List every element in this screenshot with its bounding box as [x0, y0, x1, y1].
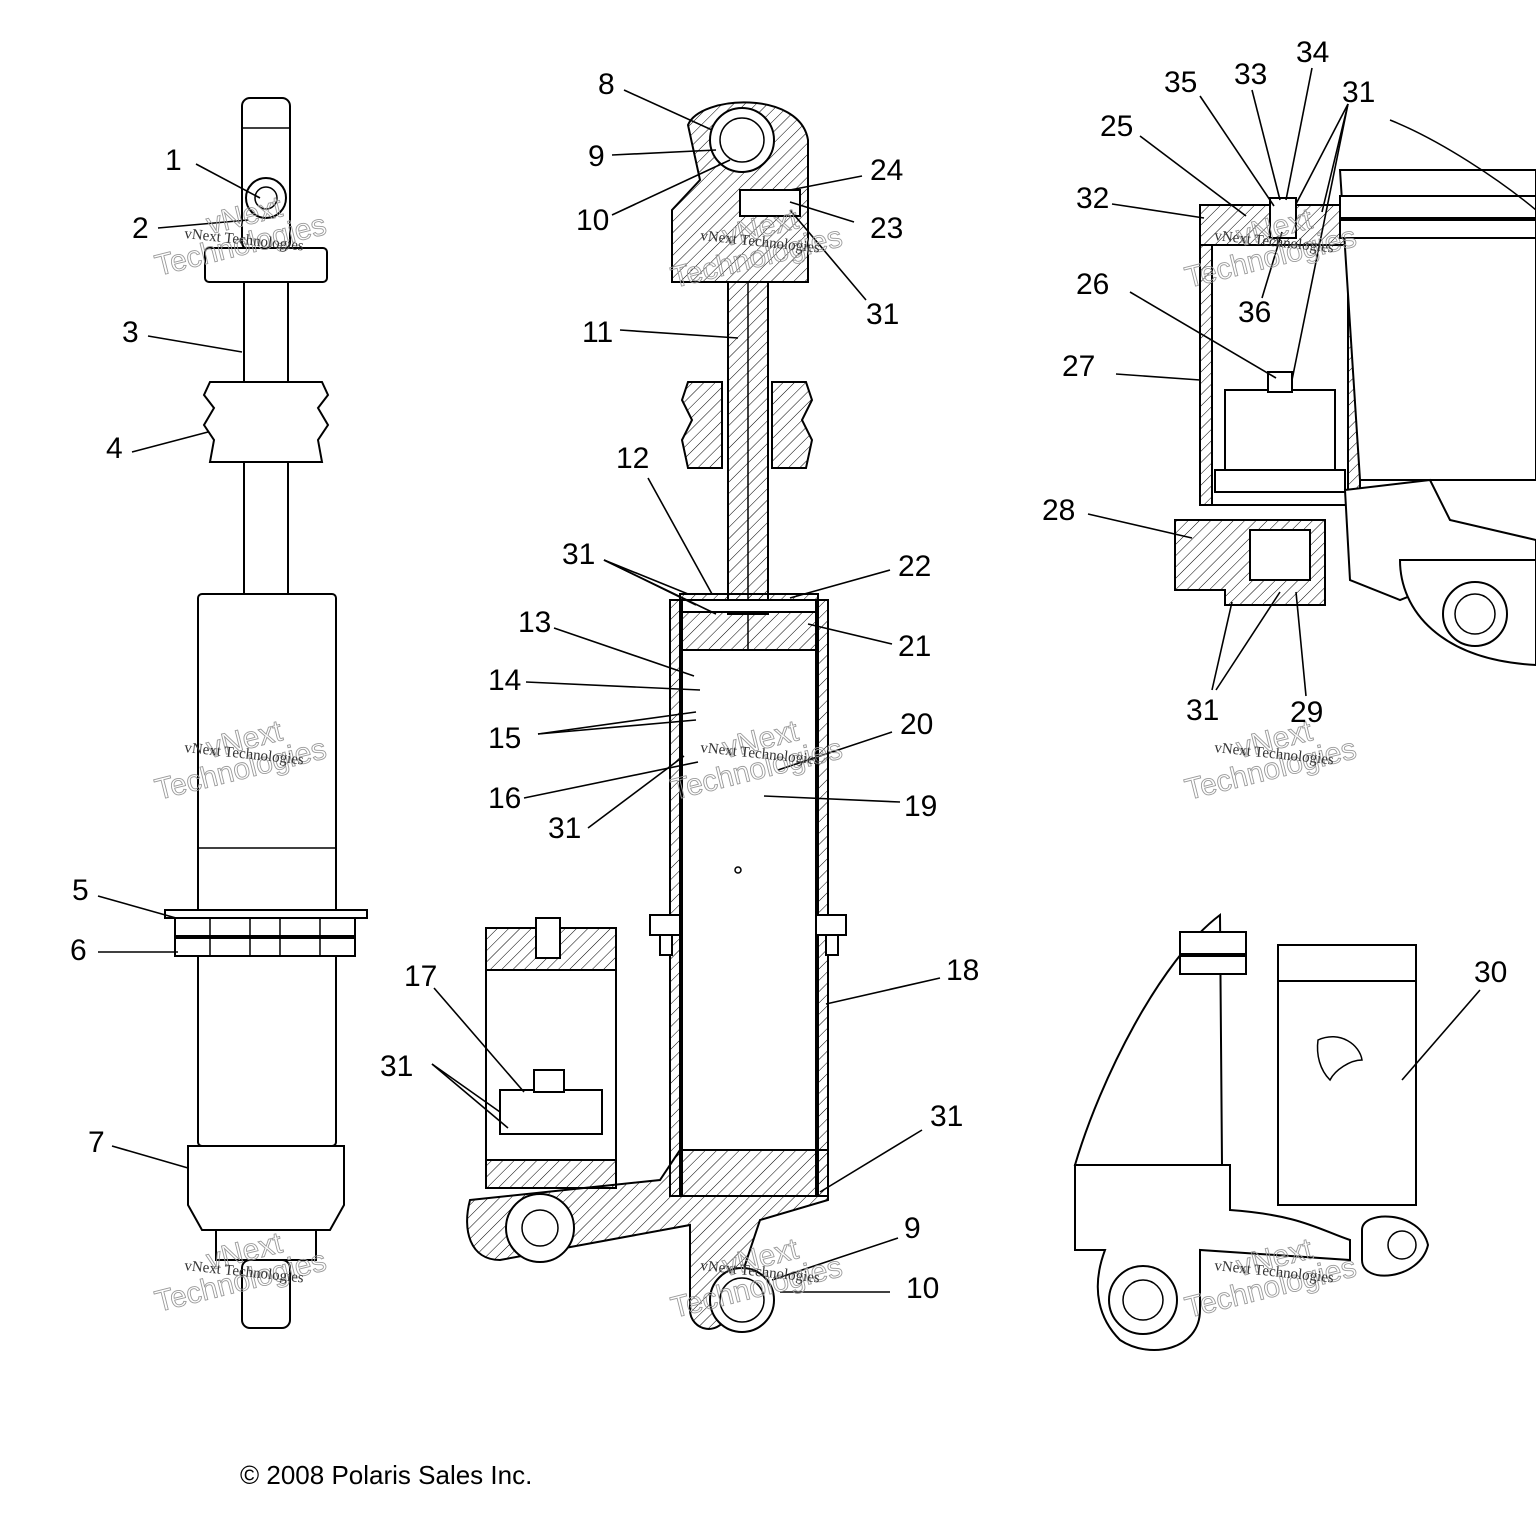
callout-16: 16 [488, 782, 521, 815]
callout-12: 12 [616, 442, 649, 475]
callout-13: 13 [518, 606, 551, 639]
callout-18: 18 [946, 954, 979, 987]
callout-3: 3 [122, 316, 139, 349]
left-shock-exterior [164, 97, 368, 1329]
callout-10a: 10 [576, 204, 609, 237]
callout-33: 33 [1234, 58, 1267, 91]
callout-35: 35 [1164, 66, 1197, 99]
callout-31-center-upper: 31 [562, 538, 595, 571]
callout-30: 30 [1474, 956, 1507, 989]
callout-36: 36 [1238, 296, 1271, 329]
callout-26: 26 [1076, 268, 1109, 301]
callout-5: 5 [72, 874, 89, 907]
callout-1: 1 [165, 144, 182, 177]
callout-25: 25 [1100, 110, 1133, 143]
callout-11: 11 [582, 316, 613, 349]
callout-4: 4 [106, 432, 123, 465]
center-shock-section [466, 101, 847, 1333]
callout-31-center-mid: 31 [548, 812, 581, 845]
callout-7: 7 [88, 1126, 105, 1159]
callout-27: 27 [1062, 350, 1095, 383]
callout-34: 34 [1296, 36, 1329, 69]
callout-19: 19 [904, 790, 937, 823]
callout-31-center-low: 31 [930, 1100, 963, 1133]
callout-10b: 10 [906, 1272, 939, 1305]
callout-28: 28 [1042, 494, 1075, 527]
callout-15: 15 [488, 722, 521, 755]
callout-9b: 9 [904, 1212, 921, 1245]
callout-14: 14 [488, 664, 521, 697]
copyright-notice: © 2008 Polaris Sales Inc. [240, 1460, 533, 1490]
leader-lines [97, 67, 1481, 1293]
callout-23: 23 [870, 212, 903, 245]
callout-32: 32 [1076, 182, 1109, 215]
callout-31-reservoir-left: 31 [380, 1050, 413, 1083]
callout-31-right-low: 31 [1186, 694, 1219, 727]
callout-21: 21 [898, 630, 931, 663]
callout-labels: 1 2 3 4 5 6 7 8 9 10 11 12 13 14 15 16 1… [70, 36, 1507, 1305]
callout-29: 29 [1290, 696, 1323, 729]
reservoir-exterior-bottom [1073, 913, 1430, 1351]
callout-24: 24 [870, 154, 903, 187]
callout-17: 17 [404, 960, 437, 993]
callout-8: 8 [598, 68, 615, 101]
reservoir-detail-top [1174, 119, 1536, 667]
callout-9a: 9 [588, 140, 605, 173]
callout-31-center-top: 31 [866, 298, 899, 331]
callout-31-right-top: 31 [1342, 76, 1375, 109]
callout-22: 22 [898, 550, 931, 583]
callout-2: 2 [132, 212, 149, 245]
callout-20: 20 [900, 708, 933, 741]
callout-6: 6 [70, 934, 87, 967]
